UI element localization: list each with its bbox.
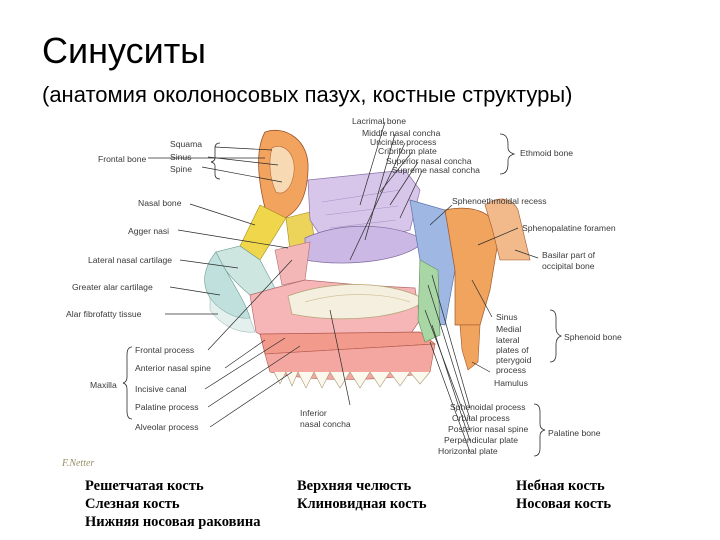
label-perpendicular-plate: Perpendicular plate (444, 435, 518, 445)
legend-item-nasal: Носовая кость (516, 496, 612, 512)
label-sphenoid-sinus: Sinus (496, 312, 518, 322)
legend-column-3: Небная кость Носовая кость (516, 477, 611, 513)
frontal-sinus-shape (269, 146, 295, 194)
legend-item-sphenoid: Клиновидная кость (297, 496, 427, 512)
label-horizontal-plate: Horizontal plate (438, 446, 498, 456)
label-maxilla: Maxilla (90, 380, 117, 390)
label-inferior-nasal-concha-line1: Inferior (300, 408, 327, 418)
palatine-bone-brace (533, 403, 546, 457)
label-sphenoid-bone: Sphenoid bone (564, 332, 622, 342)
label-basilar-part-line2: occipital bone (542, 261, 595, 271)
label-frontal-process: Frontal process (135, 345, 194, 355)
legend-column-2: Верхняя челюсть Клиновидная кость (297, 477, 426, 513)
label-sinus: Sinus (170, 152, 192, 162)
label-orbital-process: Orbital process (452, 413, 510, 423)
label-superior-nasal-concha: Superior nasal concha (386, 156, 472, 166)
label-spine: Spine (170, 164, 192, 174)
label-lateral-plates-line4: process (496, 365, 526, 375)
label-anterior-nasal-spine: Anterior nasal spine (135, 363, 211, 373)
maxilla-frontal-process-shape (274, 241, 311, 286)
slide-title: Синуситы (42, 30, 207, 71)
label-palatine-bone: Palatine bone (548, 428, 601, 438)
anatomy-figure: Lacrimal bone Middle nasal concha Uncina… (60, 110, 710, 475)
legend-item-maxilla: Верхняя челюсть (297, 478, 412, 494)
label-incisive-canal: Incisive canal (135, 384, 187, 394)
slide-subtitle: (анатомия околоносовых пазух, костные ст… (42, 82, 573, 107)
label-sphenopalatine-foramen: Sphenopalatine foramen (522, 223, 616, 233)
label-lateral-plates-line3: pterygoid (496, 355, 532, 365)
legend-item-palatine: Небная кость (516, 478, 605, 494)
alar-fibrofatty-shape (209, 297, 256, 333)
pterygoid-process-shape (459, 324, 481, 371)
label-alar-fibrofatty-tissue: Alar fibrofatty tissue (66, 309, 142, 319)
label-agger-nasi: Agger nasi (128, 226, 169, 236)
label-alveolar-process: Alveolar process (135, 422, 199, 432)
label-frontal-bone: Frontal bone (98, 154, 146, 164)
frontal-bone-brace (210, 142, 221, 180)
label-lateral-nasal-cartilage: Lateral nasal cartilage (88, 255, 172, 265)
legend-item-lacrimal: Слезная кость (85, 496, 180, 512)
label-sphenoidal-process: Sphenoidal process (450, 402, 526, 412)
label-uncinate-process: Uncinate process (370, 137, 436, 147)
label-sphenoethmoidal-recess: Sphenoethmoidal recess (452, 196, 547, 206)
label-palatine-process: Palatine process (135, 402, 199, 412)
label-nasal-bone: Nasal bone (138, 198, 182, 208)
label-lacrimal-bone: Lacrimal bone (352, 116, 406, 126)
label-medial: Medial (496, 324, 521, 334)
middle-nasal-concha-shape (304, 225, 426, 264)
sphenoid-bone-brace (549, 309, 563, 363)
label-middle-nasal-concha: Middle nasal concha (362, 128, 441, 138)
nasal-anatomy-illustration: Lacrimal bone Middle nasal concha Uncina… (61, 116, 622, 469)
label-squama: Squama (170, 139, 202, 149)
legend-item-inferior-concha: Нижняя носовая раковина (85, 514, 261, 530)
label-lateral-plates-line2: plates of (496, 345, 529, 355)
leader-lines (148, 121, 539, 453)
label-hamulus: Hamulus (494, 378, 528, 388)
label-cribriform-plate: Cribriform plate (378, 146, 437, 156)
label-basilar-part-line1: Basilar part of (542, 250, 596, 260)
palatine-bone-shape (417, 259, 441, 343)
label-lateral-plates-line1: lateral (496, 335, 519, 345)
legend-item-ethmoid: Решетчатая кость (85, 478, 204, 494)
legend-column-1: Решетчатая кость Слезная кость Нижняя но… (85, 477, 260, 531)
artist-signature: F.Netter (61, 458, 94, 469)
label-ethmoid-bone: Ethmoid bone (520, 148, 573, 158)
label-posterior-nasal-spine: Posterior nasal spine (448, 424, 528, 434)
basilar-part-shape (484, 198, 531, 261)
ethmoid-bone-brace (499, 133, 516, 175)
label-inferior-nasal-concha-line2: nasal concha (300, 419, 351, 429)
label-greater-alar-cartilage: Greater alar cartilage (72, 282, 153, 292)
label-supreme-nasal-concha: Supreme nasal concha (392, 165, 480, 175)
maxilla-brace (122, 346, 133, 420)
